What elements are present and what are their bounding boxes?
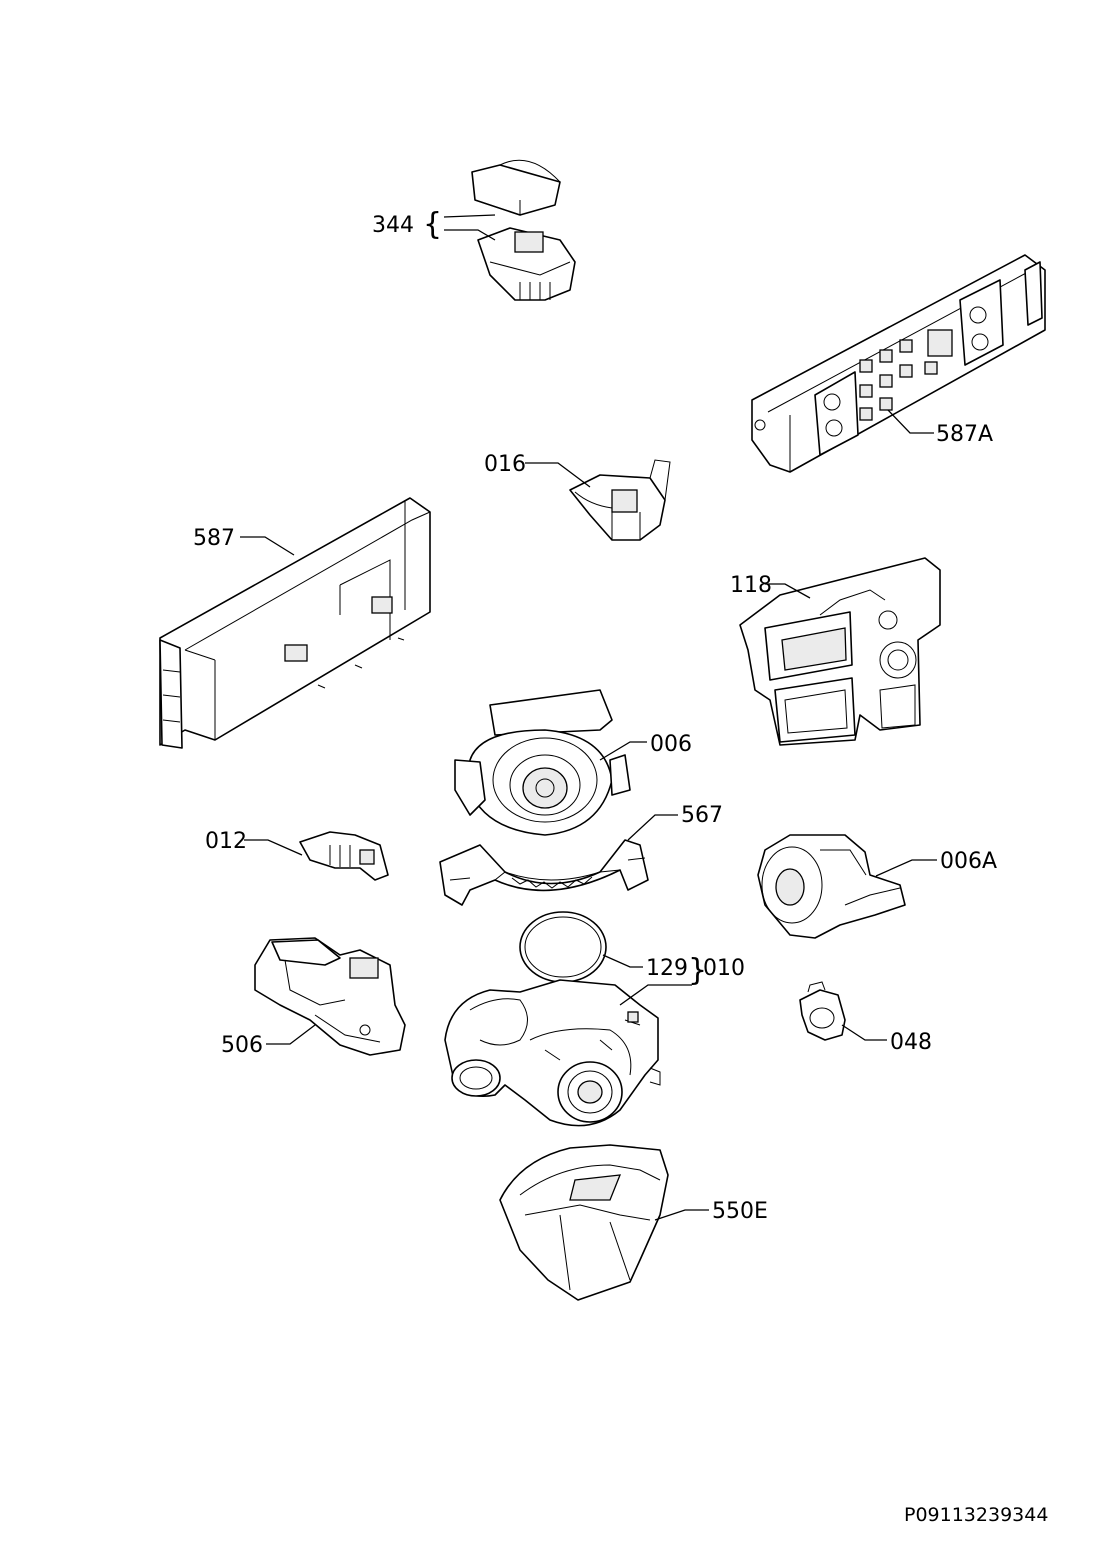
- leader-587: [240, 536, 295, 556]
- part-587a-control-panel: [751, 254, 1046, 473]
- leader-567: [627, 814, 678, 841]
- part-012-sensor-clip: [299, 831, 389, 881]
- part-006-pump-head: [454, 689, 631, 836]
- brace-010: }: [688, 953, 707, 988]
- part-010-heat-pump: [444, 979, 661, 1127]
- document-reference: P09113239344: [904, 1504, 1048, 1526]
- leader-012: [244, 839, 303, 856]
- leader-016: [525, 462, 591, 488]
- callout-006a: 006A: [940, 849, 997, 874]
- callout-006: 006: [650, 732, 692, 757]
- part-506-base: [254, 937, 406, 1056]
- leader-006: [599, 741, 647, 761]
- callout-010: 010: [703, 956, 745, 981]
- brace-344: {: [423, 207, 442, 242]
- callout-016: 016: [484, 452, 526, 477]
- part-016-switch: [569, 459, 671, 541]
- callout-550e: 550E: [712, 1199, 768, 1224]
- part-550e-cover: [499, 1144, 669, 1301]
- leader-010: [619, 984, 692, 1006]
- leader-506: [266, 1024, 316, 1045]
- part-129-seal-ring: [519, 911, 607, 983]
- callout-129: 129: [646, 956, 688, 981]
- callout-048: 048: [890, 1030, 932, 1055]
- part-567-bracket: [439, 839, 649, 906]
- leader-118: [765, 583, 811, 599]
- part-118-dispenser: [739, 557, 941, 746]
- callout-567: 567: [681, 803, 723, 828]
- leader-344-top: [443, 214, 496, 218]
- leader-006a: [875, 859, 937, 877]
- leader-344-bottom: [444, 229, 496, 241]
- leader-587a: [887, 409, 934, 434]
- part-006a-drain-pump: [757, 834, 906, 939]
- part-048-sensor: [799, 981, 846, 1041]
- callout-012: 012: [205, 829, 247, 854]
- callout-118: 118: [730, 573, 772, 598]
- leader-550e: [654, 1209, 709, 1221]
- callout-587: 587: [193, 526, 235, 551]
- leader-129: [602, 954, 643, 968]
- callout-587a: 587A: [936, 422, 993, 447]
- part-344-connector-assembly: [471, 159, 576, 301]
- leader-048: [841, 1024, 887, 1041]
- part-587-electronic-module: [159, 497, 431, 749]
- callout-344: 344: [372, 213, 414, 238]
- callout-506: 506: [221, 1033, 263, 1058]
